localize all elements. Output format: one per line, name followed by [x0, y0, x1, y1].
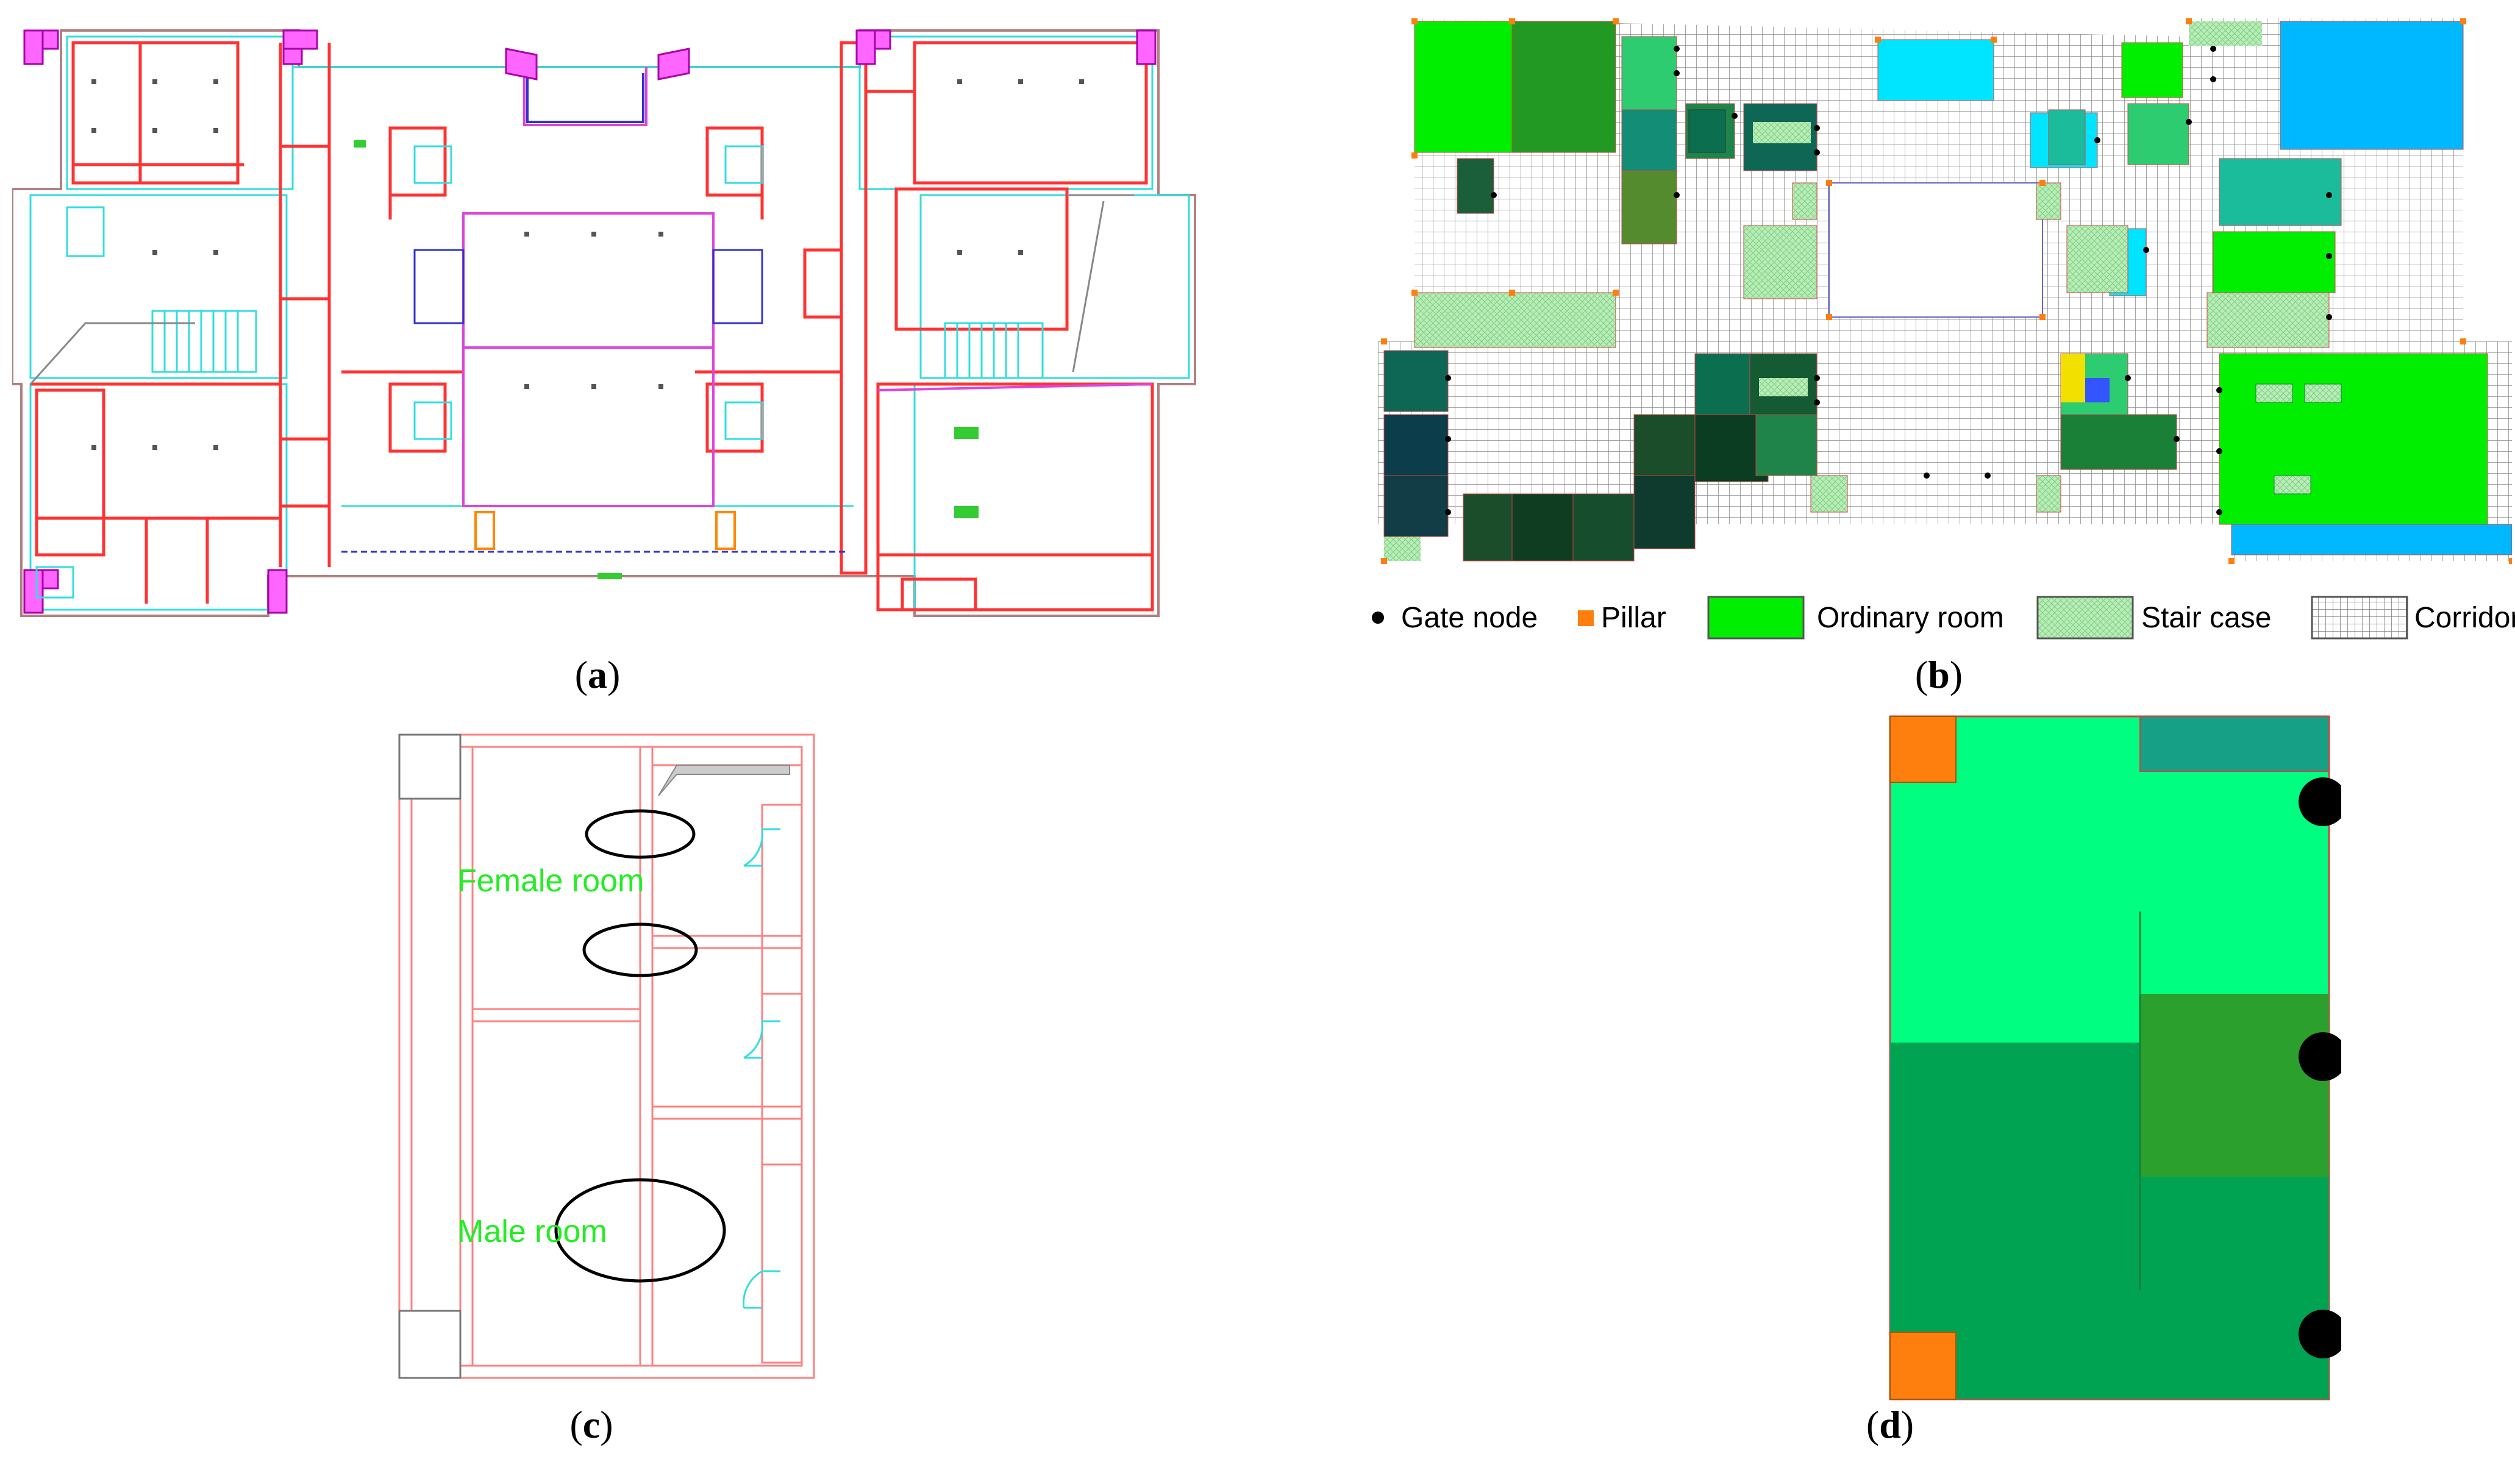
- semantic-restroom-drawing: [1889, 715, 2341, 1400]
- legend-item-stair-case: Stair case: [2036, 590, 2271, 645]
- legend-label: Pillar: [1601, 601, 1666, 634]
- legend-label: Stair case: [2141, 601, 2272, 634]
- ordinary-room-swatch: [1707, 596, 1805, 640]
- legend-label: Corridor: [2414, 601, 2515, 634]
- legend-label: Gate node: [1401, 601, 1538, 634]
- caption-b: (b): [1914, 653, 1963, 696]
- legend-item-pillar: Pillar: [1573, 590, 1666, 645]
- corridor-swatch: [2311, 596, 2408, 640]
- panel-a-cad-floorplan: [12, 18, 1207, 622]
- semantic-map-drawing: [1378, 18, 2512, 564]
- legend-item-corridor: Corridor: [2311, 590, 2515, 645]
- female-room-label: Female room: [457, 863, 644, 899]
- caption-d: (d): [1866, 1403, 1914, 1446]
- male-room-label: Male room: [457, 1214, 607, 1249]
- cad-floorplan-drawing: [12, 29, 1196, 617]
- panel-b-semantic-map: [1378, 12, 2512, 567]
- panel-c-restroom-detail: Female room Male room: [390, 729, 829, 1387]
- caption-a: (a): [574, 653, 621, 696]
- panel-d-semantic-restroom: [1878, 710, 2341, 1405]
- legend-label: Ordinary room: [1817, 601, 2004, 634]
- pillar-swatch: [1578, 610, 1594, 626]
- legend-item-ordinary-room: Ordinary room: [1707, 590, 2004, 645]
- legend: Gate node Pillar Ordinary room Stair cas…: [1341, 590, 2515, 645]
- gate-node: [2299, 1032, 2341, 1081]
- caption-c: (c): [569, 1403, 613, 1446]
- restroom-drawing: [398, 733, 815, 1379]
- gate-node-swatch: [1372, 612, 1384, 624]
- gate-node: [2299, 1310, 2341, 1358]
- gate-node: [2299, 777, 2341, 826]
- legend-item-gate-node: Gate node: [1366, 590, 1538, 645]
- stair-case-swatch: [2036, 596, 2134, 640]
